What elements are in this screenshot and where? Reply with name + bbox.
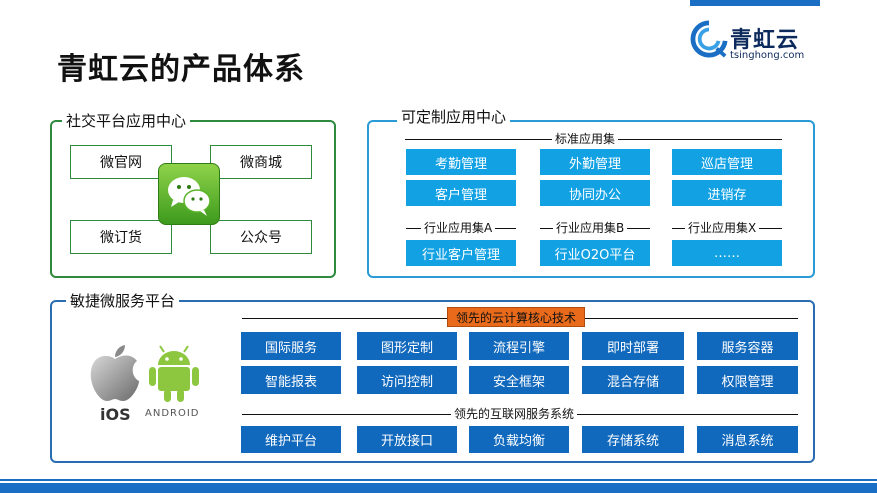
svc-permission-mgmt[interactable]: 权限管理: [697, 366, 798, 394]
wechat-icon: [158, 163, 220, 225]
android-label: ANDROID: [145, 408, 200, 419]
social-panel-title: 社交平台应用中心: [62, 110, 191, 131]
svc-access-control[interactable]: 访问控制: [357, 366, 457, 394]
logo-url: tsinghong.com: [730, 50, 805, 61]
industry-set-a-title: 行业应用集A: [421, 221, 496, 235]
svc-load-balancing[interactable]: 负载均衡: [469, 426, 569, 453]
agile-microservice-panel: [50, 300, 815, 463]
app-micro-mall[interactable]: 微商城: [210, 145, 312, 179]
svc-hybrid-storage[interactable]: 混合存储: [582, 366, 684, 394]
apple-icon: [90, 345, 139, 401]
svc-storage-system[interactable]: 存储系统: [582, 426, 684, 453]
custom-app-panel: [367, 120, 815, 278]
app-industry-more[interactable]: ……: [672, 240, 782, 266]
app-micro-ordering[interactable]: 微订货: [70, 220, 172, 254]
app-collab-office[interactable]: 协同办公: [540, 180, 650, 206]
svc-open-api[interactable]: 开放接口: [357, 426, 457, 453]
app-industry-customer[interactable]: 行业客户管理: [406, 240, 516, 266]
app-official-account[interactable]: 公众号: [210, 220, 312, 254]
app-industry-o2o[interactable]: 行业O2O平台: [540, 240, 650, 266]
social-platform-panel: [50, 120, 336, 278]
company-logo: 青虹云 tsinghong.com: [690, 18, 820, 66]
svc-security-framework[interactable]: 安全框架: [469, 366, 569, 394]
svc-maintenance[interactable]: 维护平台: [241, 426, 341, 453]
custom-panel-title: 可定制应用中心: [397, 106, 511, 127]
svc-smart-report[interactable]: 智能报表: [241, 366, 341, 394]
svc-international[interactable]: 国际服务: [241, 332, 341, 360]
top-accent-bar: [690, 0, 820, 6]
app-customer[interactable]: 客户管理: [406, 180, 516, 206]
bottom-accent-bar: [0, 479, 877, 493]
svc-instant-deploy[interactable]: 即时部署: [582, 332, 684, 360]
internet-service-title: 领先的互联网服务系统: [451, 407, 578, 421]
svc-workflow-engine[interactable]: 流程引擎: [469, 332, 569, 360]
app-inventory[interactable]: 进销存: [672, 180, 782, 206]
svc-service-container[interactable]: 服务容器: [697, 332, 798, 360]
cloud-core-tech-title: 领先的云计算核心技术: [447, 307, 585, 327]
agile-panel-title: 敏捷微服务平台: [66, 290, 180, 311]
app-field-work[interactable]: 外勤管理: [540, 149, 650, 175]
app-store-patrol[interactable]: 巡店管理: [672, 149, 782, 175]
logo-name: 青虹云: [730, 27, 800, 53]
android-icon: [149, 345, 199, 402]
tsinghong-logo-icon: [690, 20, 728, 58]
ios-label: iOS: [100, 405, 131, 424]
standard-set-title: 标准应用集: [552, 132, 619, 146]
svc-message-system[interactable]: 消息系统: [697, 426, 798, 453]
industry-set-x-title: 行业应用集X: [685, 221, 760, 235]
svc-graphic-custom[interactable]: 图形定制: [357, 332, 457, 360]
industry-set-b-title: 行业应用集B: [553, 221, 628, 235]
page-title: 青虹云的产品体系: [57, 52, 305, 87]
app-micro-website[interactable]: 微官网: [70, 145, 172, 179]
app-attendance[interactable]: 考勤管理: [406, 149, 516, 175]
